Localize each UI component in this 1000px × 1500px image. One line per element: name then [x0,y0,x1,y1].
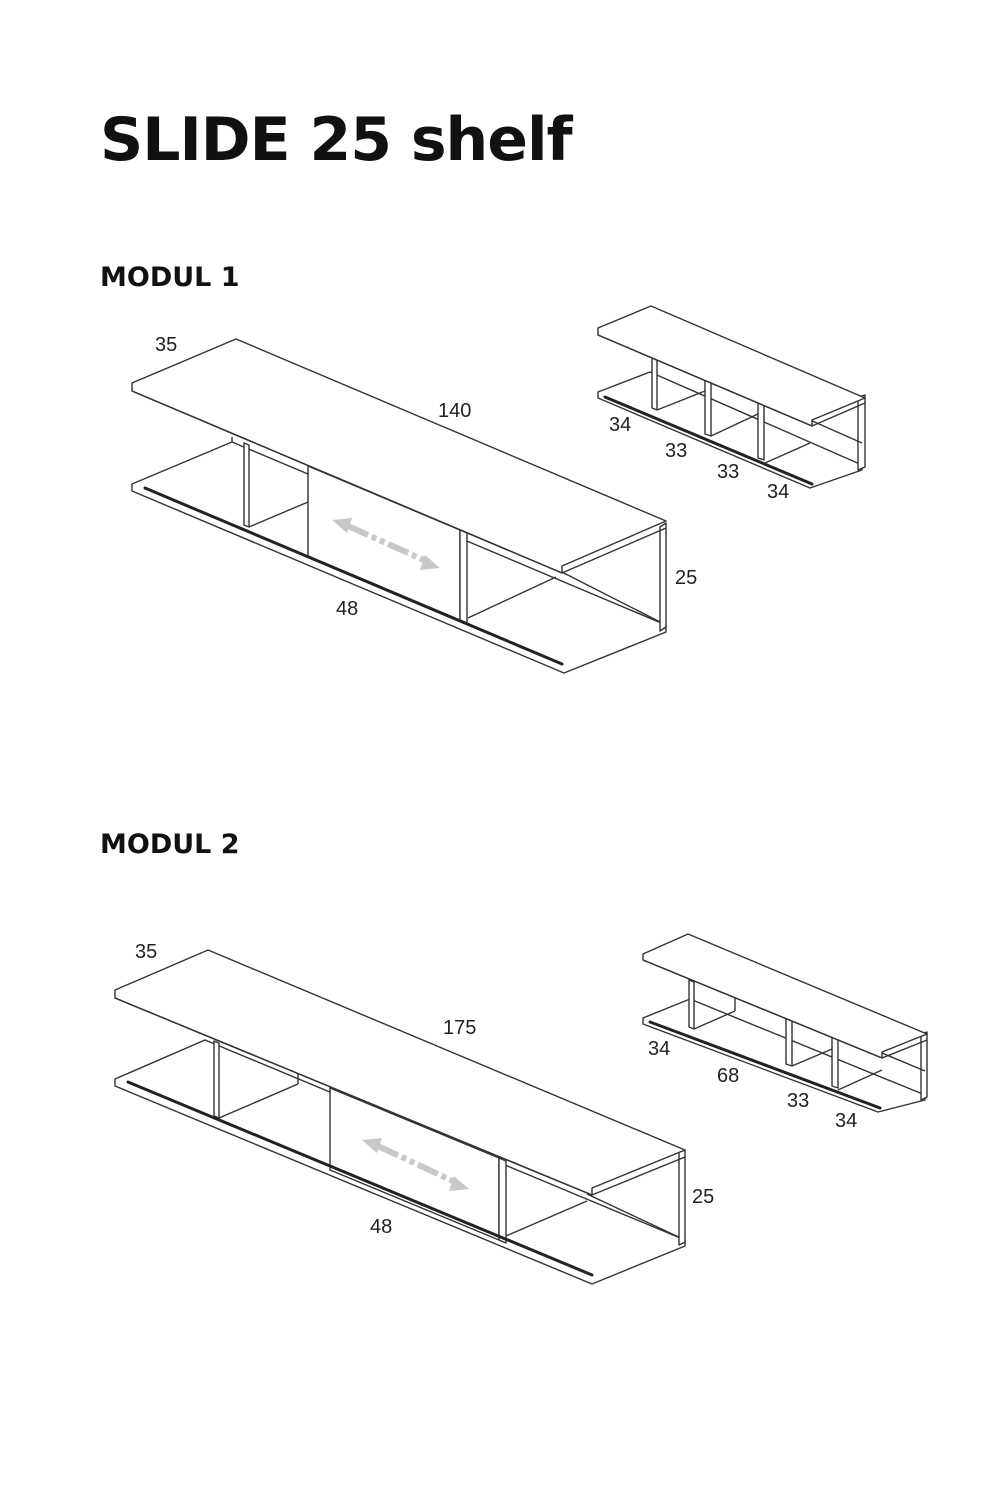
modul1-open-bottom [597,371,863,489]
modul2-height-label: 25 [692,1186,714,1208]
modul2-door-width-label: 48 [370,1216,392,1238]
modul1-width-label: 140 [438,400,471,422]
modul1-open-view [597,305,866,489]
modul1-compartment-2-label: 33 [665,440,687,462]
modul1-title: MODUL 1 [100,262,240,293]
modul2-divider-left [213,1040,220,1119]
modul2-rail [126,1080,594,1277]
modul2-front-view [114,949,686,1285]
modul1-rail [143,486,564,666]
modul2-side-panel [678,1149,686,1246]
modul1-divider-right [459,529,468,624]
modul1-open-side [857,394,866,471]
modul1-slide-arrow [346,523,428,564]
modul1-door-width-label: 48 [336,598,358,620]
modul1-compartment-4-label: 34 [767,481,789,503]
modul2-slide-arrow [376,1143,457,1185]
modul2-width-label: 175 [443,1017,476,1039]
modul1-depth-label: 35 [155,334,177,356]
modul2-divider-right [498,1157,507,1244]
page-title: SLIDE 25 shelf [100,105,573,175]
modul2-open-view [642,933,928,1113]
modul2-depth-label: 35 [135,941,157,963]
modul2-compartment-1-label: 34 [648,1038,670,1060]
modul2-compartment-4-label: 34 [835,1110,857,1132]
modul1-side-panel [659,522,667,632]
modul2-compartment-3-label: 33 [787,1090,809,1112]
modul1-compartment-1-label: 34 [609,414,631,436]
modul2-title: MODUL 2 [100,829,240,860]
modul1-height-label: 25 [675,567,697,589]
modul1-compartment-3-label: 33 [717,461,739,483]
modul1-front-view [131,338,667,674]
modul2-compartment-2-label: 68 [717,1065,739,1087]
modul1-divider-left [243,442,250,528]
